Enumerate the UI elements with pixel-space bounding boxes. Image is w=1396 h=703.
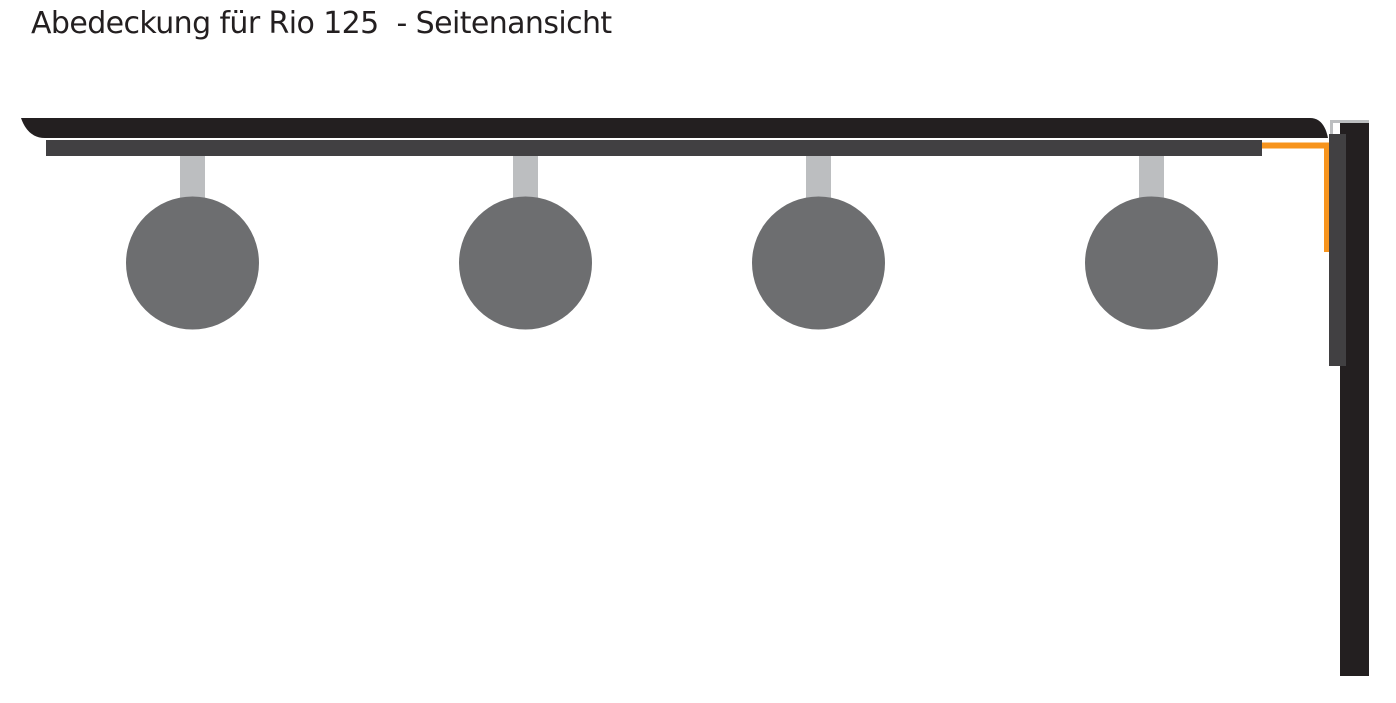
roller-assembly [752, 156, 885, 330]
roller-disc [1085, 196, 1218, 330]
roller-stem [180, 156, 205, 200]
roller-disc [459, 196, 592, 330]
roller-assembly [1085, 156, 1218, 330]
support-rail [46, 140, 1262, 156]
orange-bracket [1262, 142, 1330, 252]
roller-disc [752, 196, 885, 330]
cover-lid [21, 118, 1328, 138]
side-panel [1329, 134, 1346, 366]
roller-assembly [459, 156, 592, 330]
roller-stem [806, 156, 831, 200]
roller-disc [126, 196, 259, 330]
roller-assembly [126, 156, 259, 330]
roller-stem [1139, 156, 1164, 200]
diagram-title: Abedeckung für Rio 125 - Seitenansicht [31, 6, 612, 41]
roller-stem [513, 156, 538, 200]
